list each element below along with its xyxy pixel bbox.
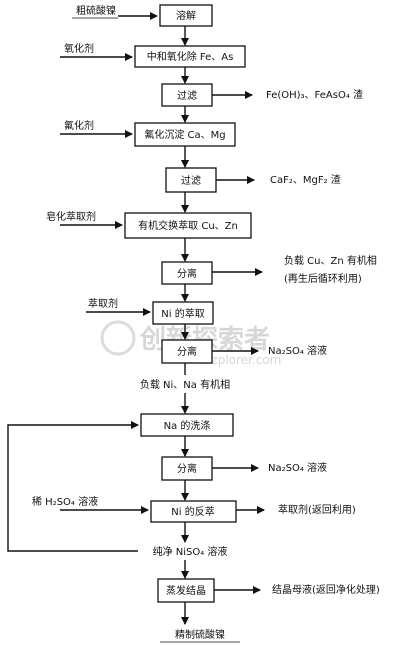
main-flow-connectors (7, 26, 189, 625)
step-separate-2: 分离 (161, 339, 213, 364)
output-labels: Fe(OH)₃、FeAsO₄ 渣 CaF₂、MgF₂ 渣 负载 Cu、Zn 有机… (160, 88, 380, 643)
step-ni-extraction: Ni 的萃取 (152, 301, 214, 325)
output-ca-mg-residue: CaF₂、MgF₂ 渣 (270, 173, 341, 186)
step-ni-stripping: Ni 的反萃 (150, 500, 237, 523)
step-label: Ni 的萃取 (161, 307, 204, 320)
input-labels: 粗硫酸镍 氧化剂 氟化剂 皂化萃取剂 萃取剂 稀 H₂SO₄ 溶液 (32, 4, 118, 508)
step-separate-3: 分离 (161, 456, 213, 481)
step-dissolve: 溶解 (159, 4, 213, 27)
step-filter-2: 过滤 (165, 167, 217, 193)
input-fluoride-agent: 氟化剂 (64, 119, 94, 132)
step-label: 分离 (177, 462, 197, 475)
final-product-refined-nickel-sulfate: 精制硫酸镍 (175, 628, 225, 641)
step-label: 过滤 (177, 89, 197, 102)
output-regenerated-note: (再生后循环利用) (284, 272, 362, 285)
output-connectors (212, 91, 265, 594)
step-label: 有机交换萃取 Cu、Zn (138, 219, 238, 232)
loaded-ni-na-organic-phase: 负载 Ni、Na 有机相 (140, 378, 230, 391)
output-fe-as-residue: Fe(OH)₃、FeAsO₄ 渣 (266, 88, 363, 101)
output-extractant-recycle: 萃取剂(返回利用) (278, 503, 356, 516)
input-dilute-sulfuric-acid: 稀 H₂SO₄ 溶液 (32, 495, 98, 508)
step-label: 溶解 (176, 9, 196, 22)
step-neutralize-oxidize: 中和氧化除 Fe、As (134, 45, 246, 68)
output-mother-liquor: 结晶母液(返回净化处理) (272, 583, 380, 596)
step-label: 过滤 (181, 174, 201, 187)
step-label: 氟化沉淀 Ca、Mg (144, 128, 225, 141)
input-saponified-extractant: 皂化萃取剂 (46, 210, 96, 223)
input-oxidant: 氧化剂 (64, 42, 94, 55)
step-na-wash: Na 的洗涤 (140, 413, 234, 437)
step-label: 中和氧化除 Fe、As (147, 50, 234, 63)
input-extractant: 萃取剂 (88, 297, 118, 310)
output-loaded-cu-zn-organic: 负载 Cu、Zn 有机相 (284, 254, 377, 267)
step-label: 蒸发结晶 (166, 584, 206, 597)
step-evaporate-crystallize: 蒸发结晶 (157, 578, 215, 603)
globe-icon (100, 320, 136, 356)
step-filter-1: 过滤 (161, 83, 213, 107)
input-connectors (60, 12, 158, 514)
step-separate-1: 分离 (161, 261, 213, 285)
step-organic-exchange: 有机交换萃取 Cu、Zn (124, 212, 252, 239)
step-label: Ni 的反萃 (171, 505, 214, 518)
step-fluoride-precipitation: 氟化沉淀 Ca、Mg (134, 122, 236, 147)
step-label: 分离 (177, 345, 197, 358)
input-crude-nickel-sulfate: 粗硫酸镍 (76, 4, 116, 17)
output-sodium-sulfate-2: Na₂SO₄ 溶液 (268, 461, 327, 474)
step-label: Na 的洗涤 (164, 419, 211, 432)
step-label: 分离 (177, 267, 197, 280)
pure-nickel-sulfate-solution: 纯净 NiSO₄ 溶液 (153, 545, 228, 558)
output-sodium-sulfate-1: Na₂SO₄ 溶液 (268, 344, 327, 357)
